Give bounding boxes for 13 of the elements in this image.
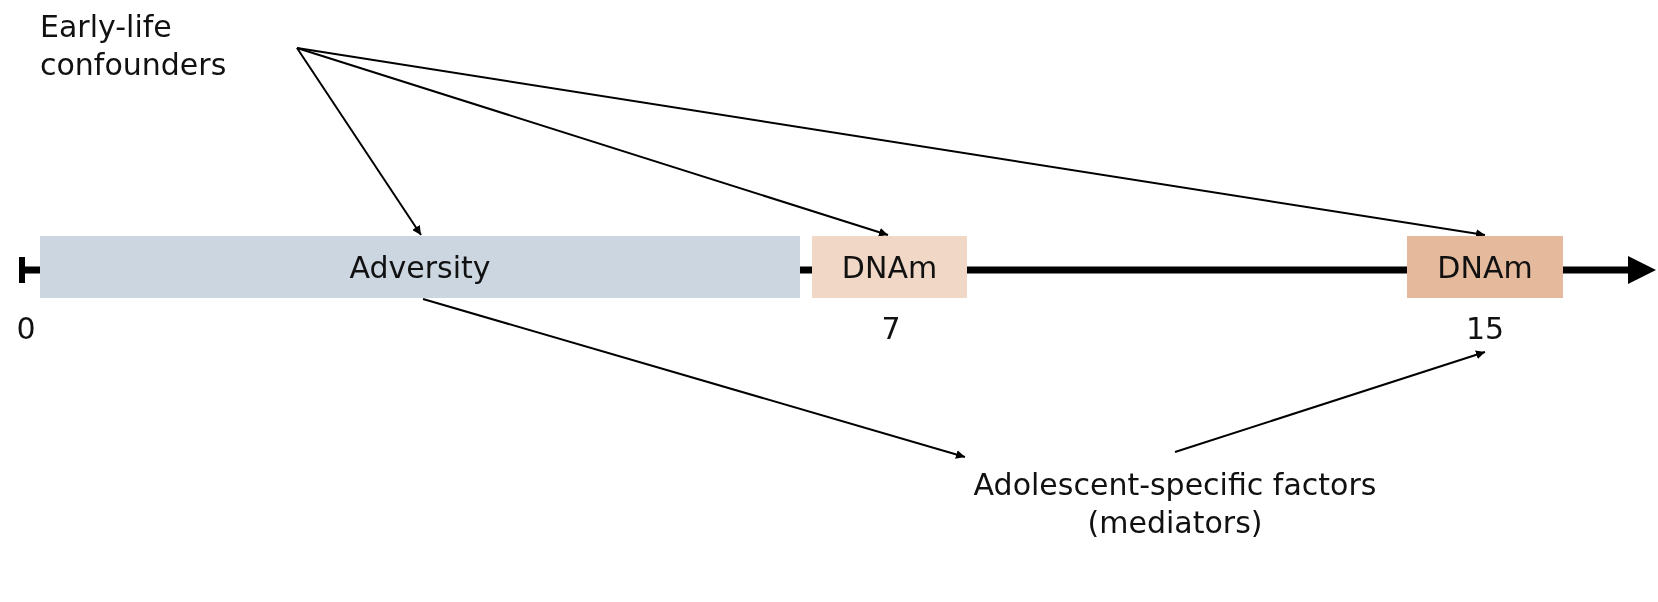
age-tick-label: 7 [880,310,902,348]
arrow [296,47,889,237]
confounder-label: Early-life confounders [40,8,300,84]
age-tick-label: 0 [15,310,37,348]
measurement-box: DNAm [1407,236,1563,298]
arrow [1174,350,1486,453]
arrow [296,47,422,236]
mediator-label: Adolescent-specific factors (mediators) [960,466,1390,542]
measurement-box: DNAm [812,236,967,298]
age-tick-label: 15 [1464,310,1506,348]
timeline-bar: Adversity [40,236,800,298]
arrow [422,298,966,459]
arrow [296,47,1486,239]
